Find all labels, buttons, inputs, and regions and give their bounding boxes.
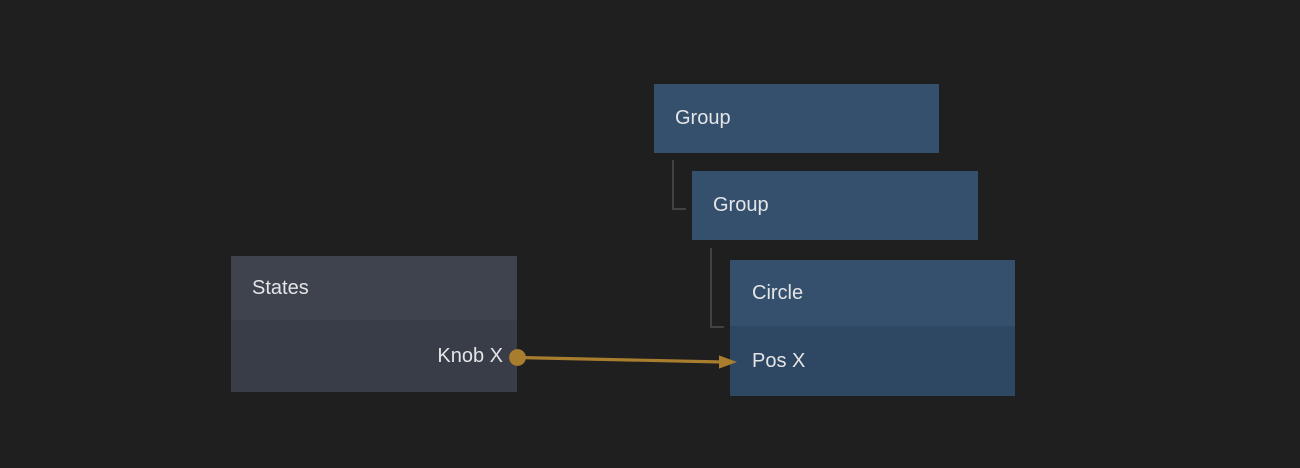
node-header: Group <box>692 171 978 240</box>
connection-wire[interactable] <box>517 355 723 364</box>
node-circle[interactable]: Circle Pos X <box>730 260 1015 396</box>
node-group-outer[interactable]: Group <box>654 84 939 153</box>
input-port-label: Pos X <box>752 349 806 372</box>
node-title: Group <box>713 194 769 216</box>
input-row-pos-x: Pos X <box>730 326 1015 396</box>
node-header: Circle <box>730 260 1015 326</box>
node-header: Group <box>654 84 939 153</box>
node-title: Circle <box>752 281 804 304</box>
output-row-knob-x: Knob X <box>231 320 517 392</box>
node-title: Group <box>675 107 731 129</box>
node-states[interactable]: States Knob X <box>231 256 517 392</box>
hierarchy-connector-group-to-circle <box>710 248 724 328</box>
node-group-inner[interactable]: Group <box>692 171 978 240</box>
node-title: States <box>252 276 309 299</box>
node-header: States <box>231 256 517 320</box>
hierarchy-connector-group-to-group <box>672 160 686 210</box>
output-port-label: Knob X <box>437 344 503 367</box>
